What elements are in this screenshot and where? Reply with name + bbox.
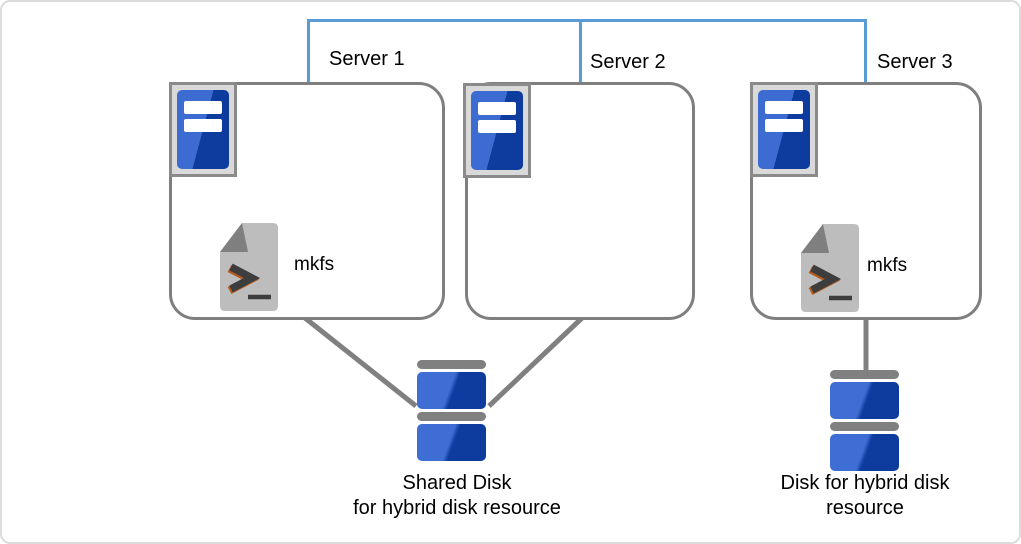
hybrid-disk-caption-line2: resource	[826, 497, 904, 519]
server-3-icon	[750, 82, 818, 177]
server-3-mkfs-label: mkfs	[867, 255, 908, 276]
server-tower-icon	[758, 90, 810, 169]
server-tower-icon	[177, 90, 229, 169]
interconnect-drop-server-1	[307, 19, 310, 83]
server-1-label: Server 1	[329, 48, 405, 70]
server-2-label: Server 2	[590, 51, 666, 73]
hybrid-disk-caption: Disk for hybrid disk resource	[740, 471, 990, 521]
line-server1-to-shared-disk	[303, 316, 418, 408]
shell-script-icon	[220, 223, 278, 311]
shell-script-icon	[801, 224, 859, 312]
hybrid-disk-caption-line1: Disk for hybrid disk	[780, 472, 950, 494]
server-2-icon	[463, 83, 531, 178]
server-3-label: Server 3	[877, 51, 953, 73]
server-1-icon	[169, 82, 237, 177]
shared-disk-caption-line1: Shared Disk	[402, 472, 512, 494]
server-tower-icon	[471, 91, 523, 170]
shared-disk-icon	[417, 360, 486, 461]
line-server2-to-shared-disk	[487, 316, 584, 408]
shared-disk-caption-line2: for hybrid disk resource	[353, 497, 561, 519]
shared-disk-caption: Shared Disk for hybrid disk resource	[332, 471, 582, 521]
server-2-box	[465, 82, 695, 320]
hybrid-disk-icon	[830, 370, 899, 471]
interconnect-drop-server-3	[864, 19, 867, 83]
interconnect-drop-server-2	[579, 19, 582, 83]
server-1-mkfs-label: mkfs	[294, 254, 335, 275]
interconnect-line-horizontal	[307, 19, 867, 22]
